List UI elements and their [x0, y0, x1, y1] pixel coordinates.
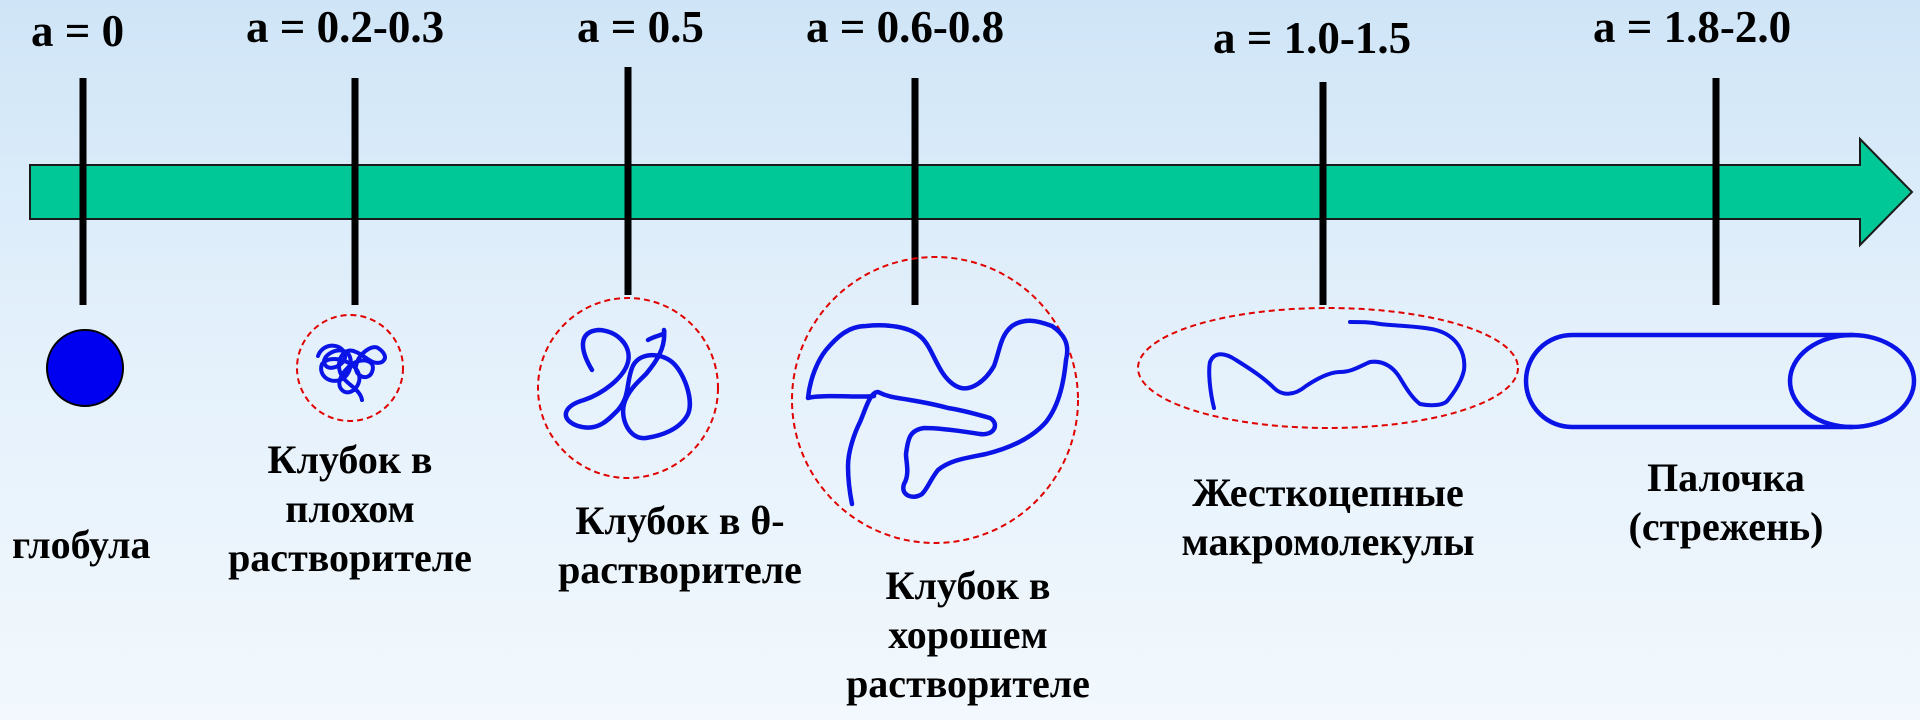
a-label-5: a = 1.0-1.5 — [1213, 13, 1412, 63]
rigid-chain-icon — [1137, 307, 1519, 429]
scale-arrow — [29, 136, 1914, 248]
caption-rod: Палочка (стрежень) — [1628, 455, 1824, 549]
caption-globule: глобула — [12, 522, 151, 567]
a-label-4: a = 0.6-0.8 — [806, 2, 1005, 52]
compact-coil-icon — [296, 314, 404, 422]
theta-coil-icon — [537, 297, 719, 479]
tick-group — [79, 67, 1720, 305]
a-label-2: a = 0.2-0.3 — [246, 2, 445, 52]
a-label-6: a = 1.8-2.0 — [1593, 2, 1792, 52]
a-label-1: a = 0 — [31, 6, 125, 56]
a-label-3: a = 0.5 — [577, 2, 704, 52]
caption-poor-solvent-coil: Клубок в плохом растворителе — [228, 437, 472, 580]
caption-rigid-chain: Жесткоцепные макромолекулы — [1181, 470, 1475, 564]
caption-theta-solvent-coil: Клубок в θ- растворителе — [558, 498, 802, 592]
swollen-coil-icon — [791, 256, 1079, 544]
filled-sphere-icon — [46, 329, 124, 407]
rod-cylinder-icon — [1523, 332, 1917, 430]
caption-good-solvent-coil: Клубок в хорошем растворителе — [846, 563, 1090, 706]
